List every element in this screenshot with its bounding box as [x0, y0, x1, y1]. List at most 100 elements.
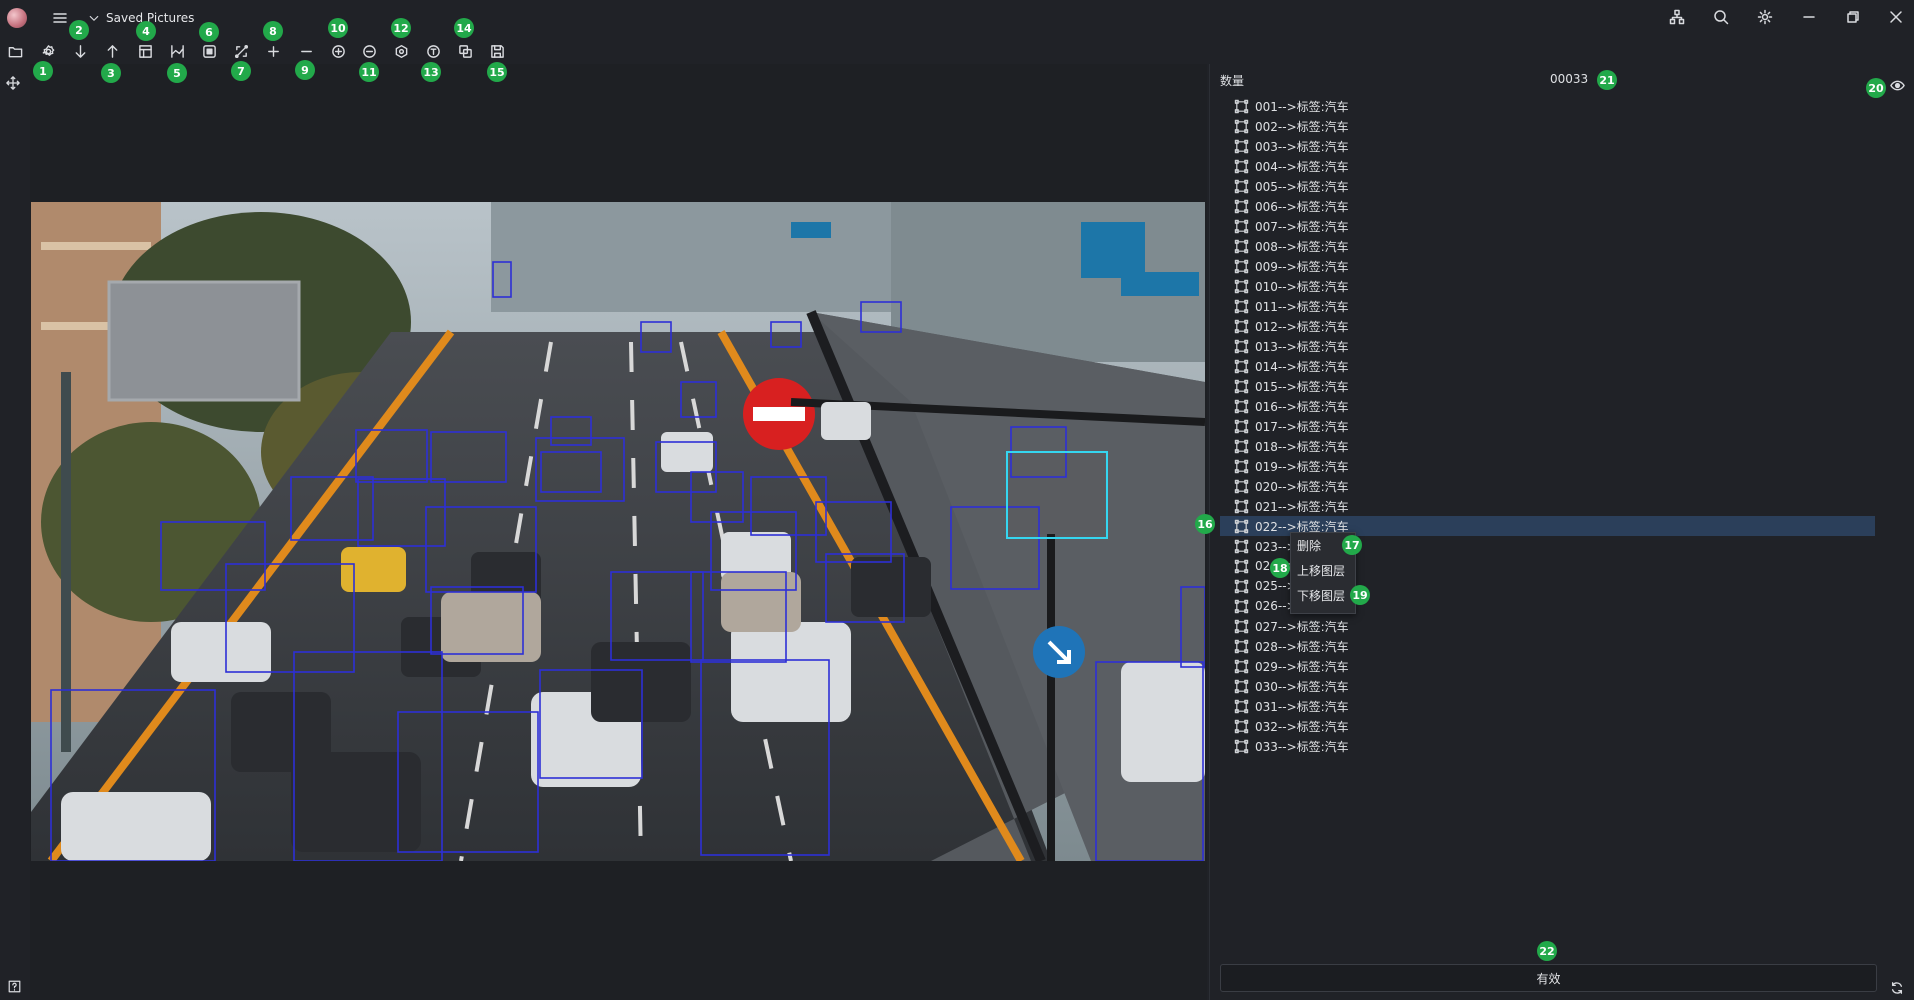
- move-tool-button[interactable]: [6, 76, 20, 90]
- copy-icon: [458, 44, 472, 58]
- label-list-item[interactable]: 012-->标签:汽车: [1220, 316, 1875, 336]
- refresh-button[interactable]: [1890, 981, 1904, 995]
- hierarchy-button[interactable]: [1669, 9, 1685, 25]
- label-list-item[interactable]: 011-->标签:汽车: [1220, 296, 1875, 316]
- tool-4-button[interactable]: [136, 42, 154, 60]
- minimize-button[interactable]: [1801, 9, 1817, 25]
- label-text: 033-->标签:汽车: [1255, 739, 1349, 754]
- bbox-icon: [1234, 219, 1249, 233]
- menu-item-move-down[interactable]: 下移图层: [1297, 589, 1346, 603]
- label-list-item[interactable]: 006-->标签:汽车: [1220, 196, 1875, 216]
- label-text: 001-->标签:汽车: [1255, 99, 1349, 114]
- text-button[interactable]: [424, 42, 442, 60]
- square-target-icon: [202, 44, 216, 58]
- label-list-item[interactable]: 014-->标签:汽车: [1220, 356, 1875, 376]
- label-list-item[interactable]: 003-->标签:汽车: [1220, 136, 1875, 156]
- label-text: 020-->标签:汽车: [1255, 479, 1349, 494]
- window-title: Saved Pictures: [106, 11, 195, 25]
- label-list-item[interactable]: 028-->标签:汽车: [1220, 636, 1875, 656]
- settings-button[interactable]: [1757, 9, 1773, 25]
- zoom-in-button[interactable]: [329, 42, 347, 60]
- add-button[interactable]: [264, 42, 282, 60]
- label-list-item[interactable]: 030-->标签:汽车: [1220, 676, 1875, 696]
- label-list-item[interactable]: 009-->标签:汽车: [1220, 256, 1875, 276]
- label-list-item[interactable]: 029-->标签:汽车: [1220, 656, 1875, 676]
- marker-1: 1: [33, 61, 53, 81]
- label-list-item[interactable]: 017-->标签:汽车: [1220, 416, 1875, 436]
- search-button[interactable]: [1713, 9, 1729, 25]
- zoom-out-button[interactable]: [360, 42, 378, 60]
- label-list-item[interactable]: 020-->标签:汽车: [1220, 476, 1875, 496]
- label-list-item[interactable]: 016-->标签:汽车: [1220, 396, 1875, 416]
- label-text: 026-->: [1255, 599, 1297, 613]
- toolbar: [0, 39, 1914, 63]
- marker-22: 22: [1537, 941, 1557, 961]
- marker-6: 6: [199, 22, 219, 42]
- label-list-item[interactable]: 005-->标签:汽车: [1220, 176, 1875, 196]
- bbox-icon: [1234, 319, 1249, 333]
- label-list-item[interactable]: 027-->标签:汽车: [1220, 616, 1875, 636]
- copy-button[interactable]: [456, 42, 474, 60]
- label-list-item[interactable]: 001-->标签:汽车: [1220, 96, 1875, 116]
- tool-3b-button[interactable]: [103, 42, 121, 60]
- label-list-item[interactable]: 026-->: [1220, 596, 1875, 616]
- left-rail: [0, 64, 30, 1000]
- save-button[interactable]: [488, 42, 506, 60]
- bbox-icon: [1234, 399, 1249, 413]
- menu-item-move-up[interactable]: 上移图层: [1297, 564, 1346, 578]
- close-button[interactable]: [1888, 9, 1904, 25]
- help-icon: [8, 980, 21, 993]
- menu-item-delete[interactable]: 删除: [1297, 539, 1322, 553]
- marker-16: 16: [1195, 514, 1215, 534]
- label-text: 005-->标签:汽车: [1255, 179, 1349, 194]
- street-photo[interactable]: [31, 202, 1205, 861]
- tool-12-button[interactable]: [392, 42, 410, 60]
- label-list-item[interactable]: 025-->: [1220, 576, 1875, 596]
- restore-icon: [1847, 11, 1859, 23]
- help-button[interactable]: [8, 980, 21, 993]
- label-list-item[interactable]: 019-->标签:汽车: [1220, 456, 1875, 476]
- label-list-item[interactable]: 031-->标签:汽车: [1220, 696, 1875, 716]
- label-list-item[interactable]: 021-->标签:汽车: [1220, 496, 1875, 516]
- label-text: 008-->标签:汽车: [1255, 239, 1349, 254]
- label-list-item[interactable]: 015-->标签:汽车: [1220, 376, 1875, 396]
- label-list-item[interactable]: 002-->标签:汽车: [1220, 116, 1875, 136]
- tool-1-button[interactable]: [39, 42, 57, 60]
- app-logo[interactable]: [7, 8, 27, 28]
- save-icon: [490, 44, 504, 58]
- label-list-item[interactable]: 032-->标签:汽车: [1220, 716, 1875, 736]
- restore-button[interactable]: [1845, 9, 1861, 25]
- title-dropdown[interactable]: Saved Pictures: [88, 11, 194, 25]
- hierarchy-icon: [1669, 9, 1685, 25]
- tool-5-button[interactable]: [168, 42, 186, 60]
- menu-button[interactable]: [52, 10, 68, 26]
- bbox-icon: [1234, 419, 1249, 433]
- label-list-item[interactable]: 010-->标签:汽车: [1220, 276, 1875, 296]
- bbox-icon: [1234, 339, 1249, 353]
- valid-button[interactable]: 有效: [1220, 964, 1877, 992]
- tool-6-button[interactable]: [200, 42, 218, 60]
- visibility-toggle[interactable]: [1890, 78, 1905, 93]
- arrow-down-icon: [75, 44, 85, 58]
- right-rail: [1882, 36, 1914, 1000]
- label-list-item[interactable]: 033-->标签:汽车: [1220, 736, 1875, 756]
- label-list-item[interactable]: 007-->标签:汽车: [1220, 216, 1875, 236]
- bbox-icon: [1234, 259, 1249, 273]
- bbox-icon: [1234, 179, 1249, 193]
- marker-4: 4: [136, 21, 156, 41]
- bbox-icon: [1234, 559, 1249, 573]
- label-list-item[interactable]: 018-->标签:汽车: [1220, 436, 1875, 456]
- bbox-icon: [1234, 739, 1249, 753]
- tool-3-button[interactable]: [71, 42, 89, 60]
- open-folder-button[interactable]: [6, 42, 24, 60]
- tool-7-button[interactable]: [232, 42, 250, 60]
- label-list-item[interactable]: 013-->标签:汽车: [1220, 336, 1875, 356]
- remove-button[interactable]: [297, 42, 315, 60]
- marker-5: 5: [167, 63, 187, 83]
- label-list-item[interactable]: 004-->标签:汽车: [1220, 156, 1875, 176]
- label-list-item[interactable]: 008-->标签:汽车: [1220, 236, 1875, 256]
- label-list-item[interactable]: 022-->标签:汽车: [1220, 516, 1875, 536]
- text-icon: [426, 44, 440, 58]
- marker-8: 8: [263, 21, 283, 41]
